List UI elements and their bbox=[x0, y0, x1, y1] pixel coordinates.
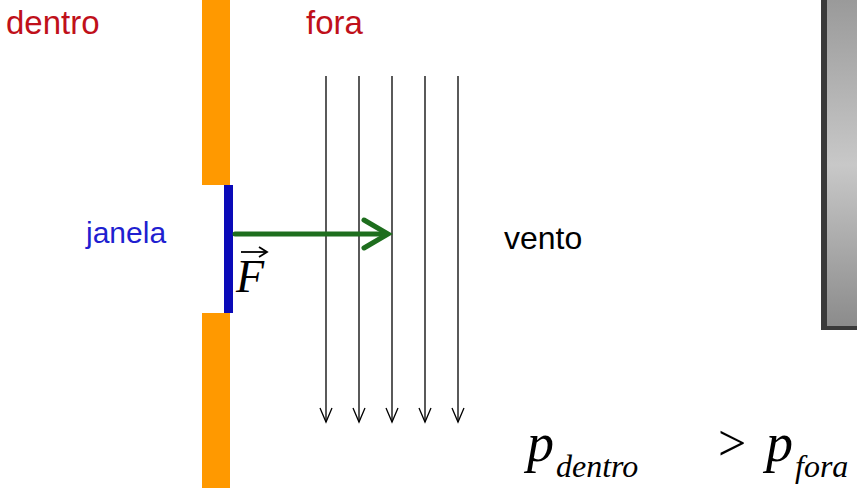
comparison-sign: > bbox=[718, 418, 746, 468]
force-symbol: F bbox=[236, 254, 264, 300]
region-label: fora bbox=[306, 6, 363, 39]
photo-border bbox=[821, 0, 827, 330]
window-pane bbox=[224, 185, 233, 313]
wind-label: vento bbox=[504, 222, 582, 254]
region-label: dentro bbox=[6, 6, 100, 39]
pressure-symbol: p bbox=[766, 416, 793, 470]
wall bbox=[202, 313, 230, 488]
photo-fragment bbox=[821, 0, 857, 330]
subscript: fora bbox=[795, 450, 848, 482]
window-label: janela bbox=[86, 218, 166, 248]
photo-border bbox=[821, 326, 857, 330]
force-arrow bbox=[235, 220, 388, 248]
wind-lines bbox=[320, 76, 464, 422]
pressure-symbol: p bbox=[527, 416, 554, 470]
wall bbox=[202, 0, 230, 185]
subscript: dentro bbox=[556, 450, 638, 482]
